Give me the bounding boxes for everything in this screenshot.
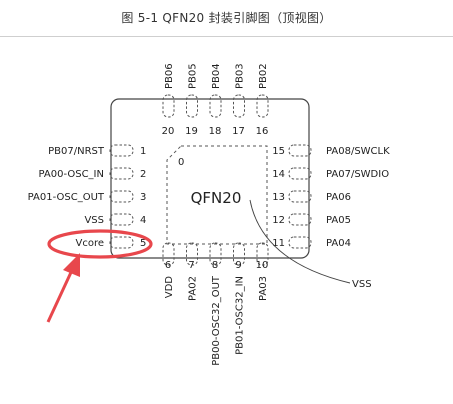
right-pin-number: 14 (272, 169, 285, 180)
bottom-pin-number: 8 (212, 260, 218, 271)
bottom-pin-label: VDD (164, 276, 175, 299)
right-pin-label: PA08/SWCLK (326, 146, 390, 157)
top-pin-number: 20 (162, 126, 175, 137)
exposed-pad-label: VSS (352, 279, 372, 290)
left-pin-number: 1 (140, 146, 146, 157)
bottom-pin-label: PA02 (188, 276, 199, 301)
bottom-pin-pad (209, 242, 222, 266)
left-pins: 1 PB07/NRST 2 PA00-OSC_IN 3 PA01-OSC_OUT 4 VSS 5… (28, 144, 146, 249)
top-pins: 16 PB02 17 PB03 18 PB04 19 PB05 20 PB06 (162, 63, 269, 137)
bottom-pin-pad (186, 242, 198, 266)
right-pin-number: 13 (272, 192, 285, 203)
bottom-pin-label: PB01-OSC32_IN (235, 276, 246, 355)
top-pin-label: PB04 (211, 63, 222, 89)
highlight-arrow-head (63, 253, 80, 277)
top-pin-pad (162, 94, 175, 118)
bottom-pin-pad (256, 242, 269, 266)
right-pin-label: PA04 (326, 238, 351, 249)
top-pin-number: 17 (232, 126, 245, 137)
left-pin-pad (109, 167, 134, 180)
bottom-pin-number: 6 (165, 260, 171, 271)
top-pin-pad (186, 94, 198, 118)
bottom-pin-number: 10 (256, 260, 269, 271)
left-pin-label: VSS (84, 215, 104, 226)
right-pin-pad (288, 236, 312, 249)
right-pin-pad (288, 190, 312, 203)
left-pin-pad (109, 213, 134, 226)
left-pin-number: 3 (140, 192, 146, 203)
bottom-pin-number: 7 (188, 260, 194, 271)
top-pin-label: PB03 (235, 63, 246, 89)
top-pin-label: PB06 (164, 63, 175, 89)
right-pin-number: 12 (272, 215, 285, 226)
left-pin-label: PB07/NRST (48, 146, 105, 157)
left-pin-label: PA00-OSC_IN (39, 169, 104, 180)
left-pin-pad (109, 144, 134, 157)
vss-leader-line (249, 199, 351, 284)
figure-caption: 图 5-1 QFN20 封装引脚图（顶视图） (121, 11, 332, 25)
right-pin-label: PA07/SWDIO (326, 169, 389, 180)
bottom-pin-pad (233, 242, 245, 266)
top-pin-number: 19 (185, 126, 198, 137)
left-pin-label: PA01-OSC_OUT (28, 192, 105, 203)
bottom-pin-number: 9 (235, 260, 241, 271)
left-pin-label: Vcore (75, 238, 104, 249)
top-pin-number: 18 (209, 126, 222, 137)
bottom-pin-label: PA03 (258, 276, 269, 301)
bottom-pin-label: PB00-OSC32_OUT (211, 275, 222, 366)
left-pin-number: 5 (140, 238, 146, 249)
highlight-arrow-shaft (46, 267, 75, 323)
right-pins: 11 PA04 12 PA05 13 PA06 14 PA07/SWDIO 15 PA08/SWC… (272, 144, 390, 249)
right-pin-pad (288, 144, 312, 157)
top-pin-pad (233, 94, 245, 118)
right-pin-pad (288, 167, 312, 180)
highlight-ellipse (47, 229, 153, 259)
top-pin-pad (209, 94, 222, 118)
top-pin-label: PB05 (188, 63, 199, 89)
top-pin-label: PB02 (258, 63, 269, 89)
right-pin-pad (288, 213, 312, 226)
pin1-marker: 0 (178, 157, 184, 168)
top-pin-pad (256, 94, 269, 118)
top-pin-number: 16 (256, 126, 269, 137)
left-pin-pad (109, 190, 134, 203)
left-pin-number: 2 (140, 169, 146, 180)
caption-divider (0, 36, 453, 37)
right-pin-label: PA05 (326, 215, 351, 226)
right-pin-number: 15 (272, 146, 285, 157)
left-pin-pad (109, 236, 134, 249)
right-pin-number: 11 (272, 238, 285, 249)
right-pin-label: PA06 (326, 192, 351, 203)
left-pin-number: 4 (140, 215, 146, 226)
bottom-pin-pad (162, 242, 175, 266)
exposed-pad (166, 145, 268, 245)
chip-name: QFN20 (191, 189, 242, 207)
